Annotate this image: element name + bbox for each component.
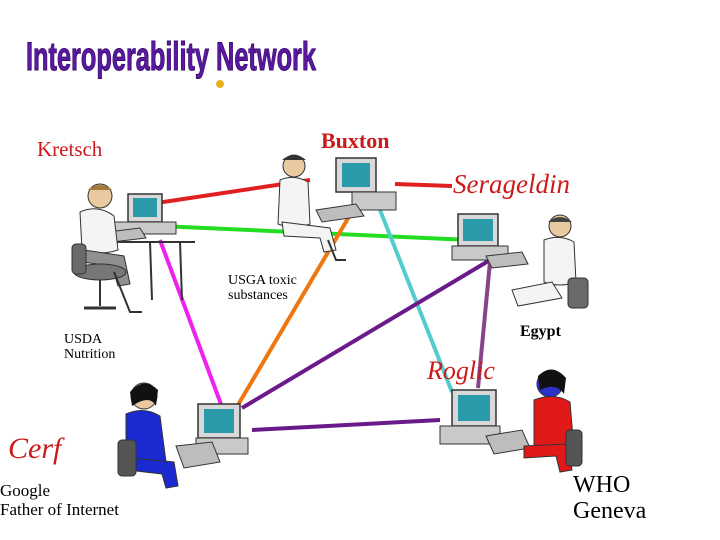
serageldin-workstation (452, 214, 588, 308)
usga-line2: substances (228, 288, 297, 303)
roglic-label: Roglic (427, 357, 495, 386)
google-line2: Father of Internet (0, 501, 119, 520)
usda-annotation: USDA Nutrition (64, 332, 115, 363)
link-buxton-serageldin (395, 184, 452, 186)
usda-line2: Nutrition (64, 347, 115, 362)
page-title: Interoperability Network (22, 22, 322, 92)
usga-annotation: USGA toxic substances (228, 273, 297, 304)
title-text: Interoperability Network (26, 35, 316, 79)
buxton-workstation (278, 155, 396, 260)
link-cerf-roglic (252, 420, 440, 430)
who-line1: WHO (573, 472, 646, 498)
usda-line1: USDA (64, 332, 115, 347)
link-kretsch-cerf (160, 240, 225, 415)
buxton-label: Buxton (321, 129, 389, 153)
google-annotation: Google Father of Internet (0, 482, 119, 519)
who-annotation: WHO Geneva (573, 472, 646, 525)
title-accent-dot (216, 80, 224, 88)
who-line2: Geneva (573, 498, 646, 524)
cerf-label: Cerf (8, 432, 61, 465)
egypt-annotation: Egypt (520, 323, 561, 341)
kretsch-label: Kretsch (37, 138, 102, 161)
usga-line1: USGA toxic (228, 273, 297, 288)
cerf-workstation (118, 383, 248, 488)
serageldin-label: Serageldin (453, 170, 570, 200)
kretsch-workstation (72, 184, 195, 312)
google-line1: Google (0, 482, 119, 501)
